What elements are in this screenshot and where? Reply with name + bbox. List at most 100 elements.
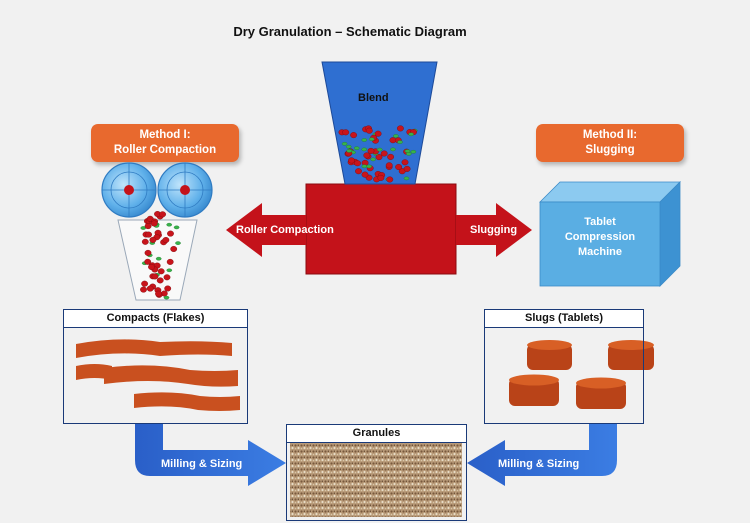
red-particle	[144, 249, 152, 256]
milling-arrow-left	[135, 424, 286, 486]
green-particle	[408, 132, 414, 137]
method-2-label: Method II: Slugging	[536, 124, 684, 162]
green-particle	[404, 149, 411, 153]
red-particle	[403, 165, 411, 172]
blend-hopper	[321, 61, 438, 185]
red-particle	[387, 153, 394, 160]
machine-line1: Tablet	[584, 216, 616, 228]
milling-right-label: Milling & Sizing	[498, 458, 580, 470]
red-particle	[355, 168, 362, 175]
machine-label: Tablet Compression Machine	[540, 215, 660, 260]
green-particle	[346, 149, 353, 153]
granules-fill	[290, 442, 462, 517]
red-particle	[354, 160, 361, 167]
red-particle	[162, 236, 170, 243]
red-particle	[146, 285, 154, 292]
green-particle	[376, 147, 383, 152]
red-particle	[155, 290, 162, 297]
granules-title: Granules	[287, 425, 466, 443]
red-particle	[141, 280, 149, 287]
green-particle	[397, 140, 403, 144]
blend-label: Blend	[358, 92, 389, 104]
green-particle	[166, 222, 172, 227]
roller-compaction-label: Roller Compaction	[236, 224, 334, 236]
method-2-line1: Method II:	[582, 129, 638, 141]
green-particle	[366, 164, 372, 169]
green-particle	[155, 256, 162, 261]
granules-panel: Granules	[286, 424, 467, 521]
green-particle	[410, 149, 417, 154]
milling-arrow-right	[467, 424, 617, 486]
roller-right	[157, 162, 213, 218]
machine-line3: Machine	[577, 246, 622, 258]
blend-particles	[338, 125, 418, 183]
red-particle	[156, 277, 164, 284]
green-particle	[368, 137, 375, 141]
red-particle	[157, 268, 165, 275]
green-particle	[403, 176, 410, 181]
green-particle	[353, 146, 360, 150]
red-particle	[170, 245, 178, 252]
red-particle	[367, 147, 375, 154]
green-particle	[393, 134, 399, 138]
red-particle	[348, 157, 355, 164]
red-particle	[350, 132, 357, 139]
red-particle	[363, 152, 371, 159]
red-particle	[163, 274, 171, 281]
method-2-line2: Slugging	[585, 144, 635, 156]
red-particle	[377, 174, 385, 181]
method-1-line1: Method I:	[139, 129, 191, 141]
red-particle	[151, 273, 159, 280]
red-particle	[365, 127, 373, 134]
roller-left	[101, 162, 157, 218]
red-particle	[159, 211, 167, 218]
red-particle	[385, 162, 393, 169]
milling-left-label: Milling & Sizing	[161, 458, 243, 470]
green-particle	[390, 147, 396, 152]
tablet-machine	[539, 181, 681, 287]
red-particle	[401, 159, 409, 166]
red-particle	[375, 154, 383, 161]
red-particle	[164, 285, 172, 292]
red-particle	[148, 264, 155, 271]
red-particle	[149, 236, 157, 243]
arrow-right	[456, 203, 532, 257]
funnel-particles	[140, 210, 181, 300]
green-particle	[345, 144, 352, 149]
slugs-title: Slugs (Tablets)	[485, 310, 643, 328]
green-particle	[361, 147, 368, 152]
green-particle	[370, 157, 376, 162]
red-particle	[145, 231, 153, 238]
green-particle	[361, 164, 368, 169]
method-1-label: Method I: Roller Compaction	[91, 124, 239, 162]
slugs-panel: Slugs (Tablets)	[484, 309, 644, 424]
machine-line2: Compression	[564, 231, 636, 243]
compacts-title: Compacts (Flakes)	[64, 310, 247, 328]
green-particle	[341, 141, 348, 146]
green-particle	[361, 138, 368, 142]
red-particle	[150, 220, 158, 227]
method-1-line2: Roller Compaction	[113, 144, 217, 156]
red-particle	[395, 163, 402, 170]
red-particle	[144, 258, 152, 265]
red-particle	[380, 150, 388, 157]
slugging-label: Slugging	[470, 224, 518, 236]
green-particle	[163, 295, 170, 300]
red-particle	[167, 230, 174, 237]
green-particle	[175, 241, 181, 245]
red-particle	[144, 223, 152, 230]
diagram-title: Dry Granulation – Schematic Diagram	[233, 24, 467, 39]
red-particle	[396, 125, 404, 132]
arrow-left	[226, 203, 306, 257]
slug-tablets	[509, 340, 654, 409]
red-particle	[386, 176, 394, 183]
green-particle	[166, 268, 173, 273]
red-particle	[141, 238, 149, 245]
compact-flakes	[76, 339, 240, 411]
green-particle	[173, 225, 180, 230]
red-particle	[166, 258, 174, 265]
red-particle	[342, 129, 350, 136]
red-particle	[374, 130, 382, 137]
red-particle	[140, 286, 147, 293]
